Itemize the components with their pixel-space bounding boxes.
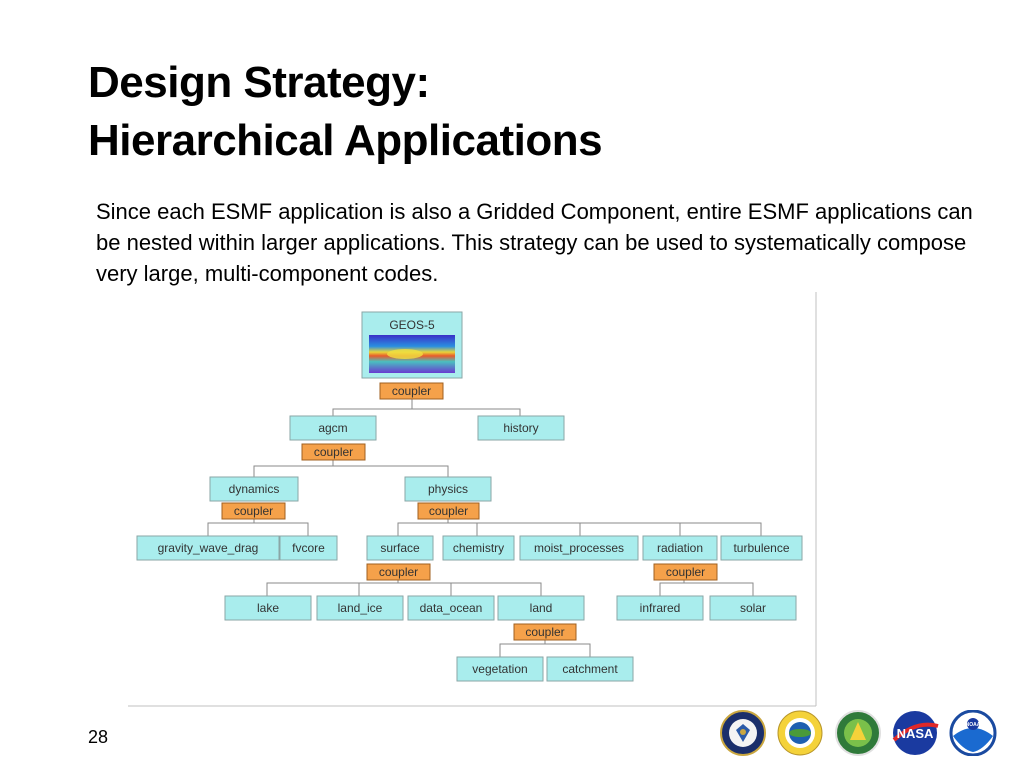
doe-seal-icon: [835, 710, 881, 756]
coupler-land: coupler: [513, 623, 577, 641]
dod-seal-icon: [720, 710, 766, 756]
node-geos-5-label: GEOS-5: [389, 318, 435, 332]
svg-text:surface: surface: [380, 541, 420, 555]
svg-text:land_ice: land_ice: [338, 601, 383, 615]
coupler-physics: coupler: [417, 502, 480, 520]
svg-text:agcm: agcm: [318, 421, 347, 435]
node-history: history: [477, 415, 565, 441]
agency-logos: NASA NOAA: [720, 710, 997, 756]
svg-text:physics: physics: [428, 482, 468, 496]
coupler-radiation: coupler: [653, 563, 718, 581]
svg-text:history: history: [503, 421, 538, 435]
node-dynamics: dynamics: [209, 476, 299, 502]
node-turbulence: turbulence: [720, 535, 803, 561]
svg-text:fvcore: fvcore: [292, 541, 325, 555]
svg-text:coupler: coupler: [666, 565, 705, 579]
node-radiation: radiation: [642, 535, 718, 561]
svg-text:coupler: coupler: [314, 445, 353, 459]
svg-text:coupler: coupler: [234, 504, 273, 518]
nsf-logo-icon: [777, 710, 823, 756]
coupler-surface: coupler: [366, 563, 431, 581]
node-moist-processes: moist_processes: [519, 535, 639, 561]
svg-text:coupler: coupler: [525, 625, 564, 639]
node-agcm: agcm: [289, 415, 377, 441]
slide-body-text: Since each ESMF application is also a Gr…: [96, 199, 973, 286]
page-number: 28: [88, 727, 109, 747]
node-fvcore: fvcore: [279, 535, 338, 561]
coupler-geos-5: coupler: [379, 382, 444, 400]
svg-text:radiation: radiation: [657, 541, 703, 555]
title-line-2: Hierarchical Applications: [88, 116, 603, 165]
node-land-ice: land_ice: [316, 595, 404, 621]
title-line-1: Design Strategy:: [88, 58, 430, 107]
svg-text:chemistry: chemistry: [453, 541, 504, 555]
node-geos-5: GEOS-5: [361, 311, 463, 379]
svg-text:lake: lake: [257, 601, 279, 615]
node-catchment: catchment: [546, 656, 634, 682]
node-solar: solar: [709, 595, 797, 621]
svg-text:coupler: coupler: [392, 384, 431, 398]
svg-text:NOAA: NOAA: [966, 722, 981, 728]
svg-text:solar: solar: [740, 601, 766, 615]
geos-5-map-hotspot: [387, 349, 423, 359]
node-lake: lake: [224, 595, 312, 621]
svg-text:vegetation: vegetation: [472, 662, 527, 676]
node-infrared: infrared: [616, 595, 704, 621]
svg-text:turbulence: turbulence: [733, 541, 789, 555]
svg-text:gravity_wave_drag: gravity_wave_drag: [158, 541, 259, 555]
svg-text:NASA: NASA: [897, 726, 934, 741]
node-data-ocean: data_ocean: [407, 595, 495, 621]
svg-text:catchment: catchment: [562, 662, 618, 676]
slide-title: Design Strategy: Hierarchical Applicatio…: [88, 54, 603, 170]
node-gravity-wave-drag: gravity_wave_drag: [136, 535, 280, 561]
svg-text:coupler: coupler: [429, 504, 468, 518]
nasa-logo-icon: NASA: [892, 711, 939, 755]
noaa-logo-icon: NOAA: [949, 710, 997, 756]
coupler-dynamics: coupler: [221, 502, 286, 520]
svg-text:dynamics: dynamics: [229, 482, 280, 496]
svg-text:data_ocean: data_ocean: [420, 601, 483, 615]
svg-text:land: land: [530, 601, 553, 615]
svg-text:coupler: coupler: [379, 565, 418, 579]
connector-lines: [207, 399, 762, 657]
coupler-agcm: coupler: [301, 443, 366, 461]
node-land: land: [497, 595, 585, 621]
node-chemistry: chemistry: [442, 535, 515, 561]
node-surface: surface: [366, 535, 434, 561]
svg-text:moist_processes: moist_processes: [534, 541, 624, 555]
svg-text:infrared: infrared: [640, 601, 681, 615]
node-vegetation: vegetation: [456, 656, 544, 682]
node-physics: physics: [404, 476, 492, 502]
